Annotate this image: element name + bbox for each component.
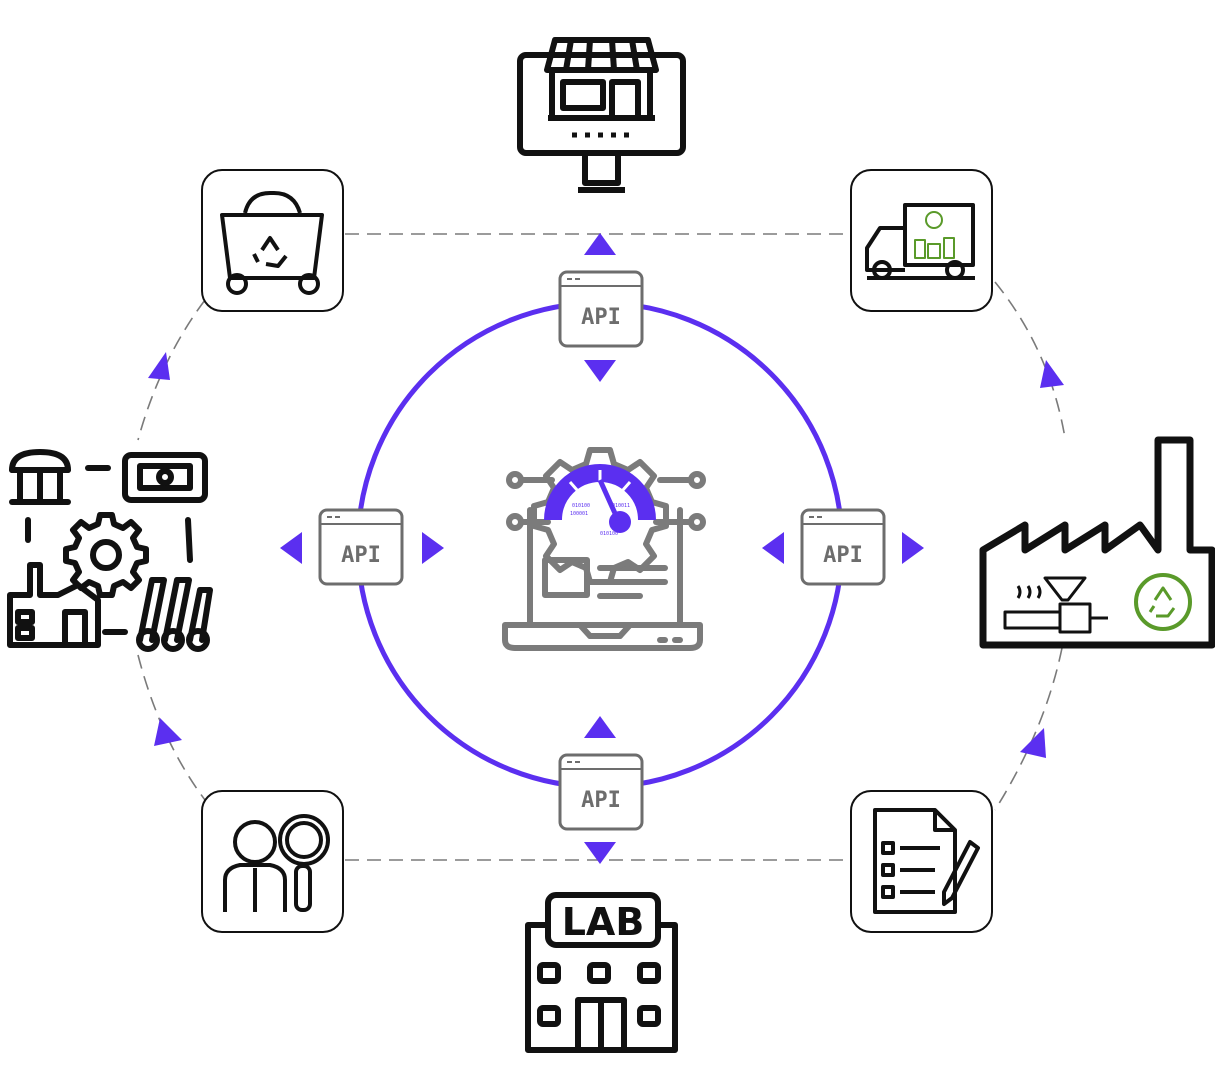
api-arrow-down <box>584 842 616 864</box>
recycling-factory-icon <box>979 436 1215 649</box>
api-arrow-right <box>422 532 444 564</box>
flow-arrow-bottom-left-up <box>154 718 182 746</box>
chip-binary-3: 100001 <box>570 511 588 517</box>
inspector-magnifier-icon <box>223 814 330 912</box>
checklist-document-icon <box>873 808 980 914</box>
api-badge-top: API <box>558 233 644 382</box>
recycling-bin-icon <box>220 190 324 295</box>
api-label: API <box>341 543 381 568</box>
api-arrow-left <box>280 532 302 564</box>
api-arrow-up <box>584 233 616 255</box>
api-arrow-down <box>584 360 616 382</box>
online-store-monitor-icon <box>517 37 686 193</box>
flow-arrows <box>148 352 1064 758</box>
flow-arrow-bottom-right-up <box>1020 728 1046 758</box>
api-badges: API API API API <box>280 233 924 864</box>
flow-arrow-right-down <box>1040 360 1064 388</box>
chip-binary-4: 010100 <box>600 531 618 537</box>
chip-binary-2: 010011 <box>612 503 630 509</box>
chip-binary-1: 010100 <box>572 503 590 509</box>
api-label: API <box>581 788 621 813</box>
api-window-frame <box>800 508 886 586</box>
api-badge-right: API <box>762 508 924 586</box>
lab-building-icon <box>525 892 678 1053</box>
api-badge-left: API <box>280 508 444 586</box>
node-box-inspector <box>201 790 344 933</box>
api-arrow-up <box>584 716 616 738</box>
lab-label: LAB <box>562 900 645 944</box>
api-label: API <box>823 543 863 568</box>
api-arrow-left <box>762 532 784 564</box>
api-window-frame <box>558 270 644 348</box>
api-label: API <box>581 305 621 330</box>
api-badge-bottom: API <box>558 716 644 864</box>
api-window-frame <box>558 753 644 831</box>
api-window-frame <box>318 508 404 586</box>
laptop-gear-dashboard-icon: 010100 010011 100001 010100 <box>502 447 706 651</box>
api-arrow-right <box>902 532 924 564</box>
industry-ecosystem-icon <box>7 449 213 652</box>
flow-arrow-left-up <box>148 352 170 380</box>
recycling-delivery-truck-icon <box>865 203 975 280</box>
